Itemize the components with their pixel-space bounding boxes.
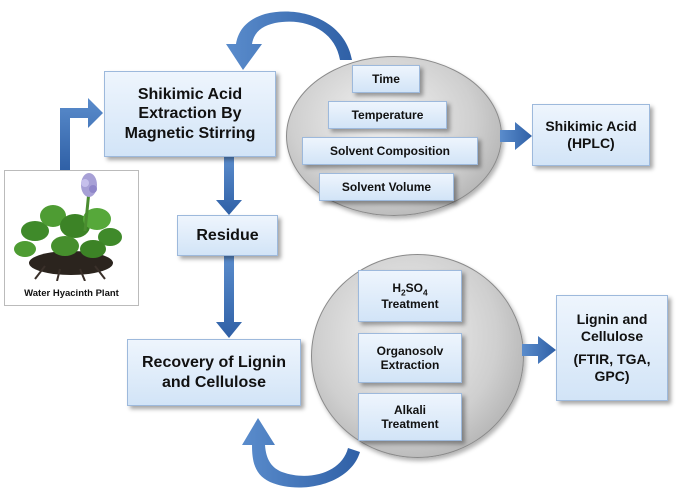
param-alkali-treatment: Alkali Treatment [358, 393, 462, 441]
param-time: Time [352, 65, 420, 93]
extraction-line-2: Extraction By [138, 105, 242, 123]
param-solvent-composition: Solvent Composition [302, 137, 478, 165]
plant-to-extraction-arrow [60, 98, 103, 170]
lignin-output-line-4: GPC) [594, 367, 630, 384]
alkali-line-1: Alkali [393, 402, 426, 417]
top-curved-arrow [226, 11, 352, 70]
to-lignin-arrow [522, 336, 556, 364]
recovery-line-2: and Cellulose [161, 373, 267, 391]
extraction-to-residue-arrow [216, 157, 242, 215]
extraction-line-3: Magnetic Stirring [124, 124, 256, 142]
recovery-line-1: Recovery of Lignin [141, 354, 287, 372]
plant-label: Water Hyacinth Plant [24, 288, 119, 299]
alkali-line-2: Treatment [381, 417, 439, 431]
recovery-box: Recovery of Lignin and Cellulose [127, 339, 301, 406]
param-time-label: Time [372, 71, 400, 86]
extraction-line-1: Shikimic Acid [137, 86, 243, 104]
water-hyacinth-plant-image: Water Hyacinth Plant [4, 170, 139, 306]
param-solvent-composition-label: Solvent Composition [330, 143, 450, 158]
shikimic-output-line-2: (HPLC) [567, 135, 615, 151]
lignin-output-line-1: Lignin and [576, 311, 648, 328]
param-solvent-volume: Solvent Volume [319, 173, 454, 201]
param-temperature-label: Temperature [351, 107, 424, 122]
lignin-cellulose-output-box: Lignin and Cellulose (FTIR, TGA, GPC) [556, 295, 668, 401]
param-solvent-volume-label: Solvent Volume [341, 179, 432, 194]
residue-to-recovery-arrow [216, 256, 242, 338]
lignin-output-line-2: Cellulose [580, 328, 644, 345]
bottom-curved-arrow [242, 418, 360, 488]
shikimic-output-line-1: Shikimic Acid [545, 118, 637, 135]
shikimic-acid-output-box: Shikimic Acid (HPLC) [532, 104, 650, 166]
param-organosolv-extraction: Organosolv Extraction [358, 333, 462, 383]
h2so4-treatment-label: Treatment [381, 297, 439, 312]
lignin-output-line-3: (FTIR, TGA, [573, 351, 651, 367]
param-temperature: Temperature [328, 101, 447, 129]
plant-icon [14, 173, 122, 282]
shikimic-extraction-box: Shikimic Acid Extraction By Magnetic Sti… [104, 71, 276, 157]
param-h2so4-treatment: H2SO4 Treatment [358, 270, 462, 322]
residue-label: Residue [196, 226, 259, 244]
organosolv-line-2: Extraction [380, 358, 440, 372]
organosolv-line-1: Organosolv [376, 343, 444, 358]
to-shikimic-arrow [500, 122, 532, 150]
residue-box: Residue [177, 215, 278, 256]
h2so4-formula: H2SO4 [392, 280, 428, 297]
